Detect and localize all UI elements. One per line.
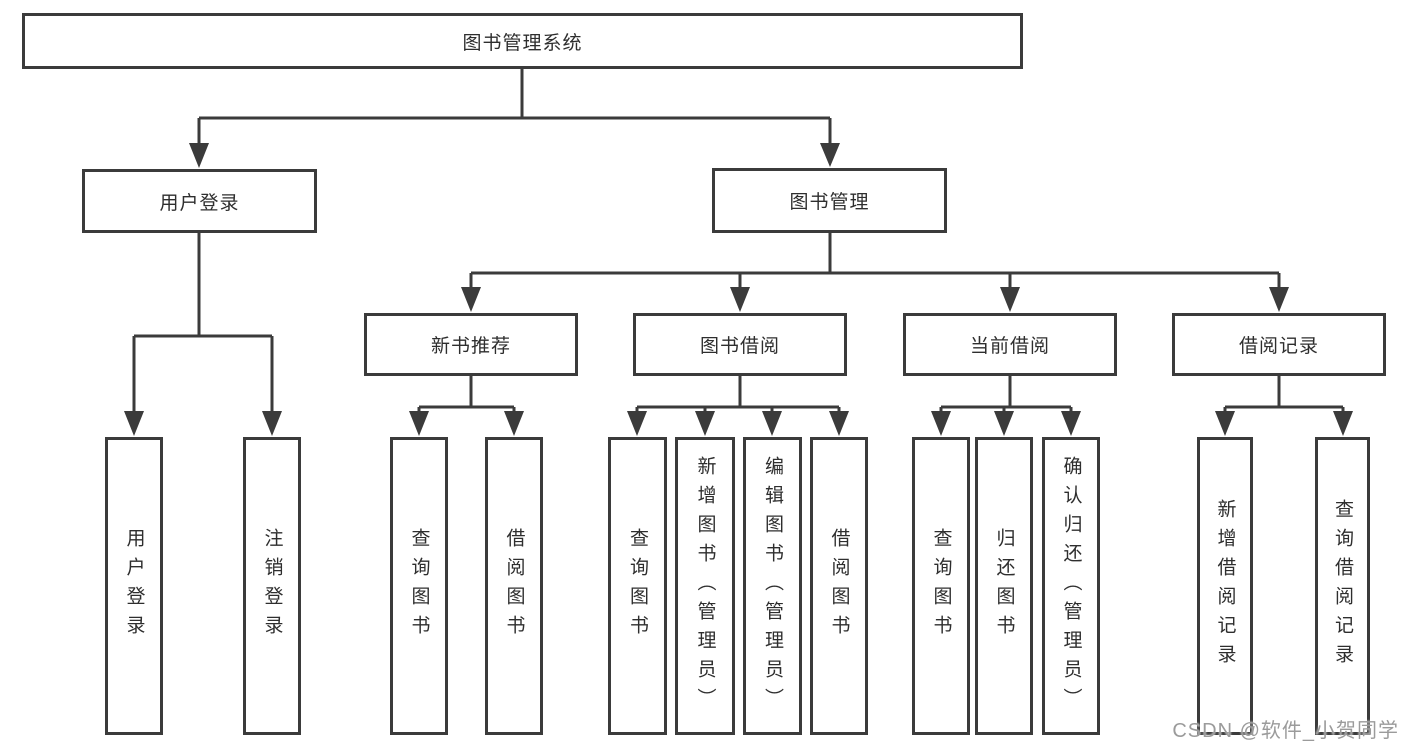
node-user-login-label: 用户登录 <box>159 192 240 214</box>
node-book-management-label: 图书管理 <box>789 192 870 213</box>
connector-records-to-leaves <box>1223 376 1345 414</box>
leaf-borrowing-query-books: 查询图书 <box>608 437 667 735</box>
node-root-label: 图书管理系统 <box>462 32 583 54</box>
connector-userlogin-to-leaves <box>132 233 274 414</box>
leaf-recommend-query-books-label: 查询图书 <box>408 528 430 644</box>
leaf-borrowing-borrow-books: 借阅图书 <box>810 437 868 735</box>
connector-current-to-leaves <box>939 376 1073 414</box>
leaf-borrowing-query-books-label: 查询图书 <box>627 528 648 644</box>
leaf-add-borrow-record-label: 新增借阅记录 <box>1214 499 1236 673</box>
leaf-query-borrow-record-label: 查询借阅记录 <box>1332 499 1353 673</box>
node-book-management: 图书管理 <box>712 168 947 233</box>
node-book-borrowing-label: 图书借阅 <box>699 336 780 357</box>
node-book-borrowing: 图书借阅 <box>633 313 847 376</box>
leaf-confirm-return-admin: 确认归还（管理员） <box>1042 437 1100 735</box>
leaf-user-login: 用户登录 <box>105 437 163 735</box>
connector-recommend-to-leaves <box>417 376 516 414</box>
leaf-recommend-borrow-books-label: 借阅图书 <box>503 528 525 644</box>
leaf-logout-label: 注销登录 <box>261 528 283 644</box>
leaf-current-query-books-label: 查询图书 <box>930 528 952 644</box>
node-user-login: 用户登录 <box>82 169 317 233</box>
node-root: 图书管理系统 <box>22 13 1023 69</box>
node-new-book-recommend: 新书推荐 <box>364 313 578 376</box>
node-current-borrowing: 当前借阅 <box>903 313 1117 376</box>
node-new-book-recommend-label: 新书推荐 <box>430 336 511 357</box>
leaf-logout: 注销登录 <box>243 437 301 735</box>
leaf-return-books: 归还图书 <box>975 437 1033 735</box>
leaf-recommend-borrow-books: 借阅图书 <box>485 437 543 735</box>
connector-bookmgmt-to-level3 <box>469 233 1281 290</box>
leaf-borrowing-borrow-books-label: 借阅图书 <box>828 528 850 644</box>
leaf-user-login-label: 用户登录 <box>123 528 145 644</box>
csdn-watermark: CSDN @软件_小贺同学 <box>1172 720 1399 742</box>
leaf-edit-books-admin: 编辑图书（管理员） <box>743 437 802 735</box>
leaf-recommend-query-books: 查询图书 <box>390 437 448 735</box>
leaf-confirm-return-admin-label: 确认归还（管理员） <box>1060 455 1082 717</box>
connector-root-to-level2 <box>197 69 832 146</box>
connector-borrowing-to-leaves <box>635 376 841 414</box>
leaf-add-books-admin: 新增图书（管理员） <box>675 437 735 735</box>
node-borrowing-records-label: 借阅记录 <box>1238 336 1319 357</box>
node-current-borrowing-label: 当前借阅 <box>969 336 1050 357</box>
leaf-add-books-admin-label: 新增图书（管理员） <box>694 455 716 717</box>
node-borrowing-records: 借阅记录 <box>1172 313 1386 376</box>
leaf-return-books-label: 归还图书 <box>993 528 1015 644</box>
leaf-query-borrow-record: 查询借阅记录 <box>1315 437 1370 735</box>
leaf-current-query-books: 查询图书 <box>912 437 970 735</box>
leaf-edit-books-admin-label: 编辑图书（管理员） <box>762 455 783 717</box>
leaf-add-borrow-record: 新增借阅记录 <box>1197 437 1253 735</box>
